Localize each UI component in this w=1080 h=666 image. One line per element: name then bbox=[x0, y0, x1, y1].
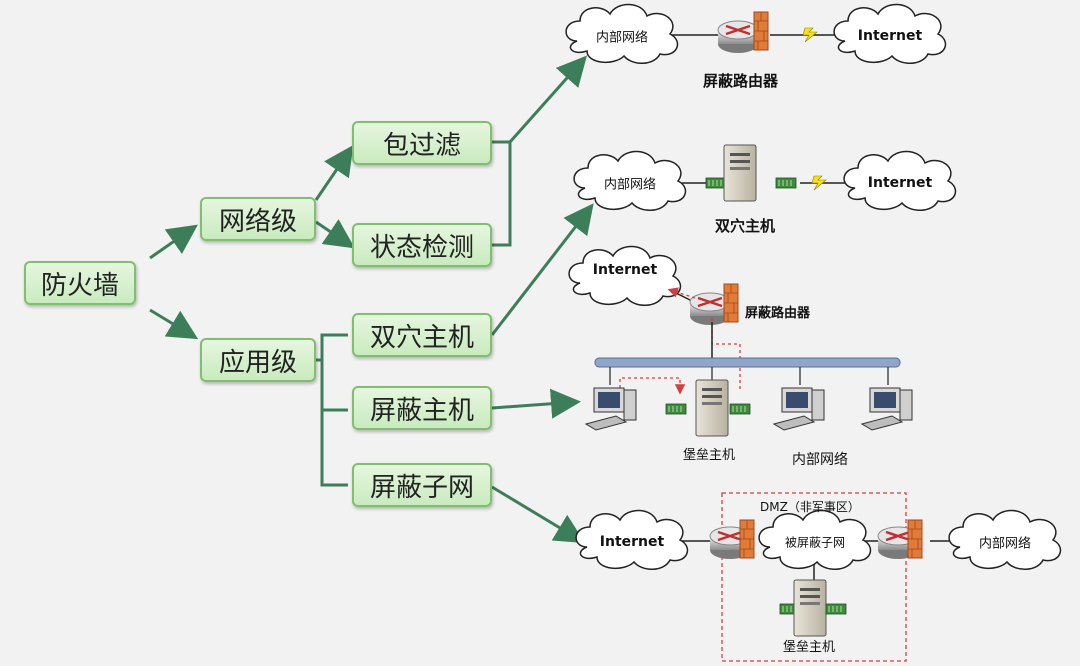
node-firewall: 防火墙 bbox=[24, 261, 136, 305]
nic-left-icon bbox=[705, 177, 727, 189]
node-dual-homed: 双穴主机 bbox=[352, 313, 492, 357]
node-screened-subnet: 屏蔽子网 bbox=[352, 463, 492, 507]
topology-dual-homed bbox=[573, 144, 957, 212]
dmz-boundary bbox=[721, 492, 907, 662]
firewall-wall-icon bbox=[753, 11, 769, 51]
pc-icon bbox=[773, 387, 825, 431]
internal-network-label: 内部网络 bbox=[603, 177, 657, 193]
bastion-host-server-icon bbox=[695, 379, 729, 437]
firewall-wall-icon bbox=[739, 519, 755, 559]
node-stateful-inspection: 状态检测 bbox=[352, 223, 492, 267]
topology-screening-router bbox=[565, 3, 947, 65]
nic-left-icon bbox=[665, 403, 687, 415]
topology-screened-host bbox=[568, 245, 913, 437]
nic-right-icon bbox=[775, 177, 797, 189]
screening-router-label: 屏蔽路由器 bbox=[745, 306, 811, 321]
screened-subnet-label: 被屏蔽子网 bbox=[784, 535, 846, 550]
firewall-wall-icon bbox=[907, 519, 923, 559]
dual-homed-host-label: 双穴主机 bbox=[715, 217, 776, 235]
node-application-level: 应用级 bbox=[200, 338, 316, 382]
pc-icon bbox=[585, 387, 637, 431]
firewall-wall-icon bbox=[723, 283, 739, 323]
internet-label: Internet bbox=[599, 534, 665, 550]
bastion-host-label: 堡垒主机 bbox=[683, 448, 736, 463]
dmz-title: DMZ（非军事区） bbox=[760, 500, 860, 514]
tree-connectors bbox=[149, 55, 594, 544]
node-screened-host: 屏蔽主机 bbox=[352, 386, 492, 430]
node-packet-filter: 包过滤 bbox=[352, 121, 492, 165]
internet-label: Internet bbox=[867, 175, 933, 191]
internet-label: Internet bbox=[592, 262, 658, 278]
internal-network-label: 内部网络 bbox=[595, 30, 649, 46]
nic-right-icon bbox=[825, 603, 847, 615]
nic-right-icon bbox=[729, 403, 751, 415]
bastion-host-label: 堡垒主机 bbox=[783, 640, 836, 655]
screening-router-label: 屏蔽路由器 bbox=[703, 72, 779, 90]
bastion-host-server-icon bbox=[793, 579, 827, 637]
screening-router-icon bbox=[716, 19, 760, 55]
dual-homed-server-icon bbox=[723, 144, 757, 202]
network-bus bbox=[594, 357, 901, 368]
node-network-level: 网络级 bbox=[200, 197, 316, 241]
topology-screened-subnet bbox=[575, 492, 1062, 662]
pc-icon bbox=[861, 387, 913, 431]
internet-label: Internet bbox=[857, 28, 923, 44]
internal-network-label: 内部网络 bbox=[792, 452, 848, 468]
internal-network-label: 内部网络 bbox=[978, 536, 1032, 552]
